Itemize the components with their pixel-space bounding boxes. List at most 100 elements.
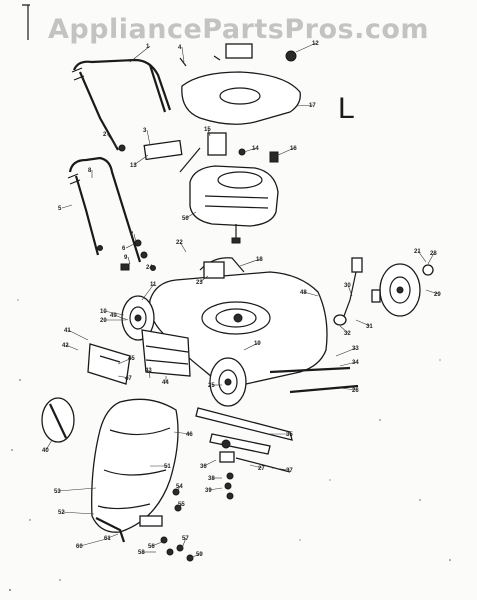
callout-2: 2: [103, 132, 107, 138]
callout-leader-7: [133, 233, 137, 243]
callout-leader-59: [189, 553, 201, 559]
callout-52: 52: [58, 510, 65, 516]
callout-leader-41: [67, 329, 89, 341]
callout-leader-24: [149, 266, 153, 269]
discharge-chute: [87, 329, 191, 385]
callout-leader-28: [427, 252, 435, 265]
scan-speckle: [9, 299, 451, 591]
section-mark: L: [338, 92, 355, 125]
callout-leader-54: [175, 485, 181, 495]
callout-leader-47: [117, 375, 130, 379]
callout-leader-56: [151, 541, 163, 547]
handle-hardware: [97, 139, 183, 271]
callout-leader-33: [335, 347, 357, 357]
callout-leader-50: [185, 211, 197, 219]
callout-leader-42: [65, 344, 79, 351]
callout-leader-37: [271, 467, 291, 471]
callout-30: 30: [344, 283, 351, 289]
callout-leader-34: [339, 361, 357, 367]
rear-left-wheel: [209, 357, 247, 407]
callout-15: 15: [204, 127, 211, 133]
bag-frame: [41, 397, 75, 443]
callout-48: 48: [300, 290, 307, 296]
callout-leader-17: [295, 104, 314, 107]
callout-17: 17: [309, 103, 316, 109]
callout-leader-21: [417, 250, 427, 263]
callout-40: 40: [42, 448, 49, 454]
callout-27: 27: [258, 466, 265, 472]
motor: [189, 165, 279, 244]
callout-leader-23: [199, 275, 209, 283]
callout-18: 18: [256, 257, 263, 263]
blade-and-rods: [195, 366, 359, 500]
callout-23: 23: [196, 280, 203, 286]
motor-cover: [179, 43, 301, 125]
callout-26: 26: [352, 388, 359, 394]
callout-24: 24: [146, 265, 153, 271]
callout-6: 6: [122, 246, 126, 252]
callout-47: 47: [125, 376, 132, 382]
switch-assembly: [179, 132, 279, 173]
callout-37: 37: [286, 468, 293, 474]
callout-leader-10: [103, 310, 125, 316]
callout-61: 61: [104, 536, 111, 542]
callout-leader-60: [79, 537, 111, 547]
callout-60: 60: [76, 544, 83, 550]
callout-22: 22: [176, 240, 183, 246]
callout-25: 25: [208, 383, 215, 389]
callout-35: 35: [286, 432, 293, 438]
lower-handle: [67, 156, 142, 263]
callout-3: 3: [143, 128, 147, 134]
callout-38: 38: [208, 476, 215, 482]
callout-20: 20: [100, 318, 107, 324]
callout-leader-29: [425, 289, 439, 295]
callout-43: 43: [145, 368, 152, 374]
callout-50: 50: [182, 216, 189, 222]
grass-bag: [91, 398, 179, 543]
callout-45: 45: [128, 356, 135, 362]
callout-32: 32: [344, 331, 351, 337]
callout-44: 44: [162, 380, 169, 386]
callout-59: 59: [196, 552, 203, 558]
callout-36: 36: [200, 464, 207, 470]
callout-14: 14: [252, 146, 259, 152]
callout-5: 5: [58, 206, 62, 212]
callout-leader-15: [207, 128, 211, 137]
callout-1: 1: [146, 44, 150, 50]
callout-49: 49: [110, 313, 117, 319]
callout-leader-13: [133, 154, 149, 166]
callout-leader-12: [295, 42, 317, 53]
callout-leader-57: [181, 537, 187, 549]
callout-29: 29: [434, 292, 441, 298]
callout-4: 4: [178, 45, 182, 51]
callout-leader-31: [355, 319, 371, 327]
callout-leader-18: [239, 258, 261, 267]
callout-11: 11: [150, 282, 157, 288]
callout-34: 34: [352, 360, 359, 366]
upper-handle: [71, 58, 172, 151]
callout-55: 55: [178, 502, 185, 508]
callout-leader-19: [243, 342, 259, 351]
callout-58: 58: [138, 550, 145, 556]
callout-leader-3: [146, 129, 151, 146]
callout-33: 33: [352, 346, 359, 352]
callout-12: 12: [312, 41, 319, 47]
callout-leader-61: [107, 533, 119, 539]
callout-51: 51: [164, 464, 171, 470]
callout-54: 54: [176, 484, 183, 490]
callout-leader-6: [125, 243, 135, 249]
callout-leader-30: [347, 284, 353, 297]
callout-leader-14: [243, 147, 257, 153]
callout-labels: 1234567891011121314151617181920212223242…: [42, 41, 441, 559]
callout-31: 31: [366, 324, 373, 330]
callout-leader-2: [106, 133, 119, 149]
callout-21: 21: [414, 249, 421, 255]
callout-leader-45: [117, 357, 133, 365]
callout-19: 19: [254, 341, 261, 347]
callout-leader-49: [113, 314, 129, 321]
callout-leader-48: [303, 291, 319, 297]
callout-leader-16: [275, 147, 295, 157]
rear-right-wheel: [379, 263, 421, 317]
callout-leader-52: [61, 511, 95, 515]
